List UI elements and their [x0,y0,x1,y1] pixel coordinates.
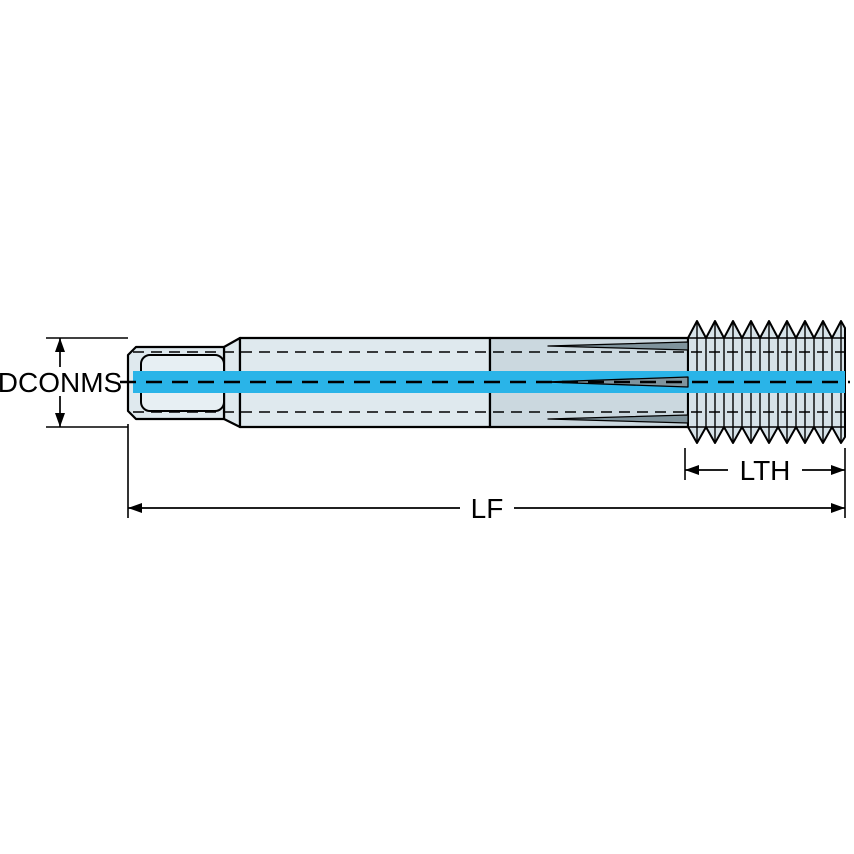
dconms-arrow-up-icon [55,338,65,352]
lf-arrow-right-icon [831,503,845,513]
lf-label-mask [460,493,514,522]
dconms-label: DCONMS [0,367,122,398]
lth-label: LTH [740,455,791,486]
lf-arrow-left-icon [128,503,142,513]
flute-lobe-top [547,341,689,351]
thread-root-lines [688,337,845,428]
dimension-dconms: DCONMS [0,337,128,428]
lth-arrow-left-icon [685,465,699,475]
lth-arrow-right-icon [831,465,845,475]
lth-label-mask [728,455,802,484]
dimension-lf: LF [127,424,845,524]
flute-lobe-bottom [547,414,689,424]
lf-label: LF [471,493,504,524]
dconms-arrow-down-icon [55,413,65,427]
dconms-label-mask [2,367,119,396]
dimension-lth: LTH [684,448,846,518]
